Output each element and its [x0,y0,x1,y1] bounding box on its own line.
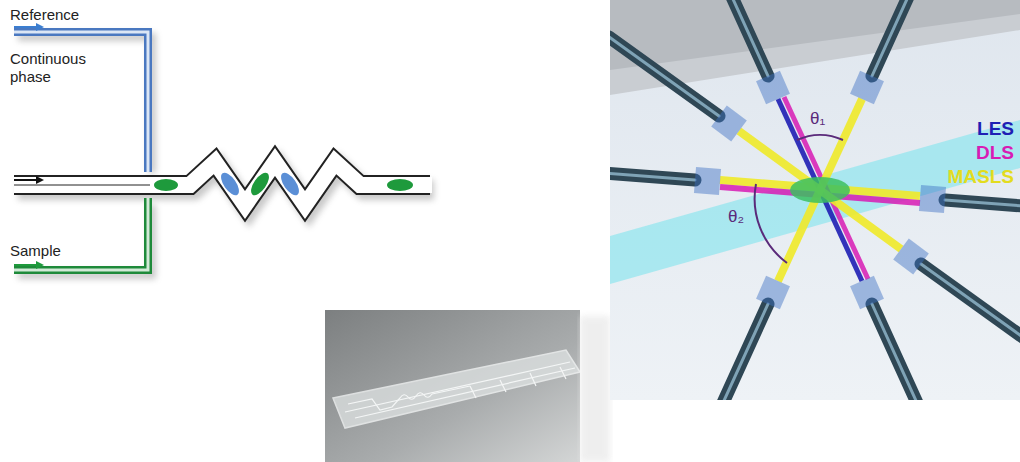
angle-arc [755,184,787,263]
legend-text: MASLS [948,166,1015,187]
legend-text: DLS [976,142,1014,163]
chip-channels [345,362,575,418]
photo-background [325,310,580,462]
legend-text: LES [977,118,1014,139]
sample-channel-core [14,198,148,270]
chip-edge-dark [610,0,1020,70]
main-channel-core [14,162,432,205]
les-beam [778,99,862,281]
sample-droplet [154,179,178,191]
continuous-inlet-wall [14,185,150,186]
legend-entry: DLS [976,142,1014,164]
channel-shadow [18,37,434,275]
legend-entry: LES [977,118,1014,140]
chip-photo [325,310,610,462]
sample-droplet [248,170,273,198]
glass-chip [333,350,580,428]
sample-volume [790,177,850,203]
laser-beams [720,97,920,281]
sample-droplet [387,179,413,191]
inlet-label: Continuous phase [10,50,105,86]
reference-droplet [278,170,303,198]
masls-beam [778,99,862,281]
angle-label: θ₂ [728,208,758,226]
inlet-label: Reference [10,6,130,24]
angle-arc [797,135,843,140]
masls-beam [739,131,901,249]
optical-fibres [610,0,1020,400]
inlet-label: Sample [10,242,130,260]
reference-droplet [218,170,243,198]
photo-shadow [580,316,610,462]
sample-channel [14,198,148,270]
collimator-lenses [695,76,945,304]
angle-label: θ₁ [810,110,840,128]
legend-entry: MASLS [948,166,1015,188]
scattering-setup [610,0,1020,400]
dls-beam [784,97,868,279]
